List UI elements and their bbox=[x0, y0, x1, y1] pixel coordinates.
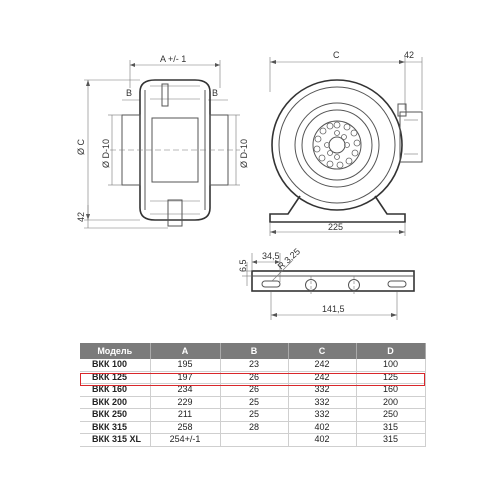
cell-b bbox=[220, 433, 289, 447]
cell-b: 23 bbox=[220, 359, 289, 372]
cell-d: 250 bbox=[356, 408, 426, 422]
cell-a: 254+/-1 bbox=[150, 433, 221, 447]
dim-phi-d-left: Ø D-10 bbox=[101, 139, 111, 168]
table-row: ВКК 315 258 28 402 315 bbox=[80, 421, 426, 434]
cell-model: ВКК 160 bbox=[80, 383, 151, 397]
table-row: ВКК 315 XL 254+/-1 402 315 bbox=[80, 433, 426, 447]
header-d: D bbox=[356, 343, 426, 359]
cell-model: ВКК 100 bbox=[80, 359, 151, 372]
cell-model: ВКК 125 bbox=[80, 371, 151, 384]
dim-225: 225 bbox=[328, 222, 343, 232]
cell-b: 25 bbox=[220, 408, 289, 422]
cell-c: 332 bbox=[288, 408, 357, 422]
cell-c: 242 bbox=[288, 359, 357, 372]
cell-d: 160 bbox=[356, 383, 426, 397]
front-view: C 42 225 bbox=[269, 50, 423, 236]
dim-141-5: 141,5 bbox=[322, 304, 345, 314]
technical-drawing: A +/- 1 B B Ø C Ø D-10 bbox=[76, 50, 423, 320]
cell-a: 197 bbox=[150, 371, 221, 384]
cell-a: 229 bbox=[150, 396, 221, 409]
cell-model: ВКК 250 bbox=[80, 408, 151, 422]
dim-6-5: 6,5 bbox=[238, 259, 248, 272]
cell-c: 402 bbox=[288, 433, 357, 447]
header-a: A bbox=[150, 343, 221, 359]
cell-c: 402 bbox=[288, 421, 357, 434]
cell-b: 26 bbox=[220, 371, 289, 384]
cell-model: ВКК 315 XL bbox=[80, 433, 151, 447]
header-model: Модель bbox=[80, 343, 151, 359]
dim-phi-c: Ø C bbox=[76, 138, 86, 155]
table-row: ВКК 250 211 25 332 250 bbox=[80, 408, 426, 422]
cell-b: 28 bbox=[220, 421, 289, 434]
cell-d: 200 bbox=[356, 396, 426, 409]
cell-model: ВКК 315 bbox=[80, 421, 151, 434]
table-row-highlighted: ВКК 125 197 26 242 125 bbox=[80, 371, 426, 384]
table-row: ВКК 160 234 26 332 160 bbox=[80, 383, 426, 397]
motor-vents bbox=[313, 121, 361, 169]
cell-model: ВКК 200 bbox=[80, 396, 151, 409]
cell-d: 315 bbox=[356, 421, 426, 434]
cell-c: 332 bbox=[288, 383, 357, 397]
cell-b: 26 bbox=[220, 383, 289, 397]
header-c: C bbox=[288, 343, 357, 359]
cell-a: 234 bbox=[150, 383, 221, 397]
bracket-view: 34,5 6,5 R 3,25 141,5 bbox=[238, 246, 415, 320]
cell-a: 258 bbox=[150, 421, 221, 434]
cell-a: 211 bbox=[150, 408, 221, 422]
dim-r3-25: R 3,25 bbox=[276, 246, 302, 271]
header-b: B bbox=[220, 343, 289, 359]
cell-b: 25 bbox=[220, 396, 289, 409]
table-header-row: Модель A B C D bbox=[80, 343, 426, 359]
cell-a: 195 bbox=[150, 359, 221, 372]
cell-d: 125 bbox=[356, 371, 426, 384]
table-row: ВКК 200 229 25 332 200 bbox=[80, 396, 426, 409]
dim-42-left: 42 bbox=[76, 212, 86, 222]
cell-d: 100 bbox=[356, 359, 426, 372]
dim-34-5: 34,5 bbox=[262, 251, 280, 261]
dim-b-right: B bbox=[212, 88, 218, 98]
spec-table: Модель A B C D ВКК 100 195 23 242 100 ВК… bbox=[80, 343, 426, 447]
dim-c-top: C bbox=[333, 50, 340, 60]
dim-42-top: 42 bbox=[404, 50, 414, 60]
cell-c: 242 bbox=[288, 371, 357, 384]
cell-c: 332 bbox=[288, 396, 357, 409]
table-row: ВКК 100 195 23 242 100 bbox=[80, 359, 426, 372]
cell-d: 315 bbox=[356, 433, 426, 447]
dim-a: A +/- 1 bbox=[160, 54, 186, 64]
dim-phi-d-right: Ø D-10 bbox=[239, 139, 249, 168]
dim-b-left: B bbox=[126, 88, 132, 98]
side-view: A +/- 1 B B Ø C Ø D-10 bbox=[76, 54, 249, 229]
